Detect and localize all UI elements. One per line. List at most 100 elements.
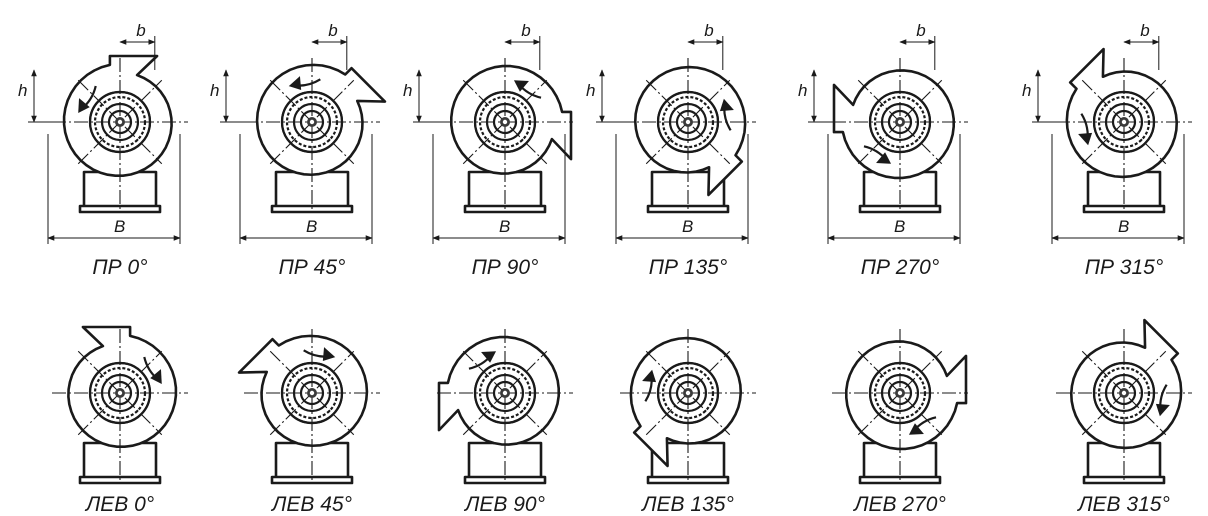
dim-b-label: b	[521, 21, 530, 40]
volute-casing	[437, 335, 560, 446]
inlet-ring	[485, 102, 525, 142]
centerline-diagonal	[1081, 79, 1167, 165]
volute-casing	[1065, 47, 1179, 179]
dim-B-label: B	[114, 217, 125, 236]
inlet-ring	[292, 102, 332, 142]
hub-ring	[107, 380, 133, 406]
volute-casing	[633, 65, 747, 197]
impeller-ring	[1092, 90, 1156, 154]
position-caption: ПР 135°	[649, 256, 728, 279]
inlet-ring	[668, 373, 708, 413]
hub-ring	[675, 109, 701, 135]
impeller-ring	[88, 361, 152, 425]
position-caption: ПР 45°	[279, 256, 346, 279]
centerline-diagonal	[645, 350, 731, 436]
inlet-ring	[100, 102, 140, 142]
inlet-ring	[1104, 373, 1144, 413]
dim-h-label: h	[210, 81, 219, 100]
hub-ring	[1111, 109, 1137, 135]
inlet-ring	[668, 102, 708, 142]
shaft-center	[502, 390, 508, 396]
position-caption: ПР 270°	[861, 256, 940, 279]
hub-ring	[107, 109, 133, 135]
centerline-diagonal	[1081, 350, 1167, 436]
dim-h-label: h	[403, 81, 412, 100]
shaft-center	[502, 119, 508, 125]
centerline-diagonal	[269, 79, 355, 165]
centerline-diagonal	[645, 350, 731, 436]
impeller-blades	[285, 95, 339, 149]
shaft-center	[897, 390, 903, 396]
hub-ring	[675, 380, 701, 406]
dim-b-label: b	[1140, 21, 1149, 40]
dim-b-label: b	[916, 21, 925, 40]
position-caption: ЛЕВ 315°	[1076, 493, 1170, 516]
impeller-ring	[473, 90, 537, 154]
impeller-blades	[1097, 366, 1151, 420]
centerline-diagonal	[269, 350, 355, 436]
impeller-blades	[478, 95, 532, 149]
centerline-diagonal	[645, 79, 731, 165]
volute	[845, 340, 968, 451]
rotation-arrow	[143, 356, 162, 385]
volute	[832, 69, 955, 180]
rotation-arrow	[78, 85, 97, 114]
position-caption: ЛЕВ 0°	[84, 493, 154, 516]
inlet-ring	[485, 373, 525, 413]
volute	[1069, 318, 1183, 450]
centerline-diagonal	[645, 79, 731, 165]
volute-casing	[1069, 318, 1183, 450]
fan-view: ЛЕВ 315°	[1056, 318, 1192, 516]
shaft-center	[1121, 390, 1127, 396]
dim-h-label: h	[586, 81, 595, 100]
dim-b-label: b	[328, 21, 337, 40]
centerline-diagonal	[77, 350, 163, 436]
impeller-blades	[93, 95, 147, 149]
volute	[67, 325, 178, 448]
position-caption: ПР 90°	[472, 256, 539, 279]
fan-view: ЛЕВ 90°	[437, 329, 573, 516]
rotation-arrow	[1155, 384, 1170, 417]
impeller-ring	[656, 361, 720, 425]
position-caption: ЛЕВ 270°	[852, 493, 946, 516]
centerline-diagonal	[462, 350, 548, 436]
volute-casing	[629, 336, 743, 468]
dim-b-label: b	[704, 21, 713, 40]
shaft-center	[685, 390, 691, 396]
dim-B-label: B	[894, 217, 905, 236]
rotation-arrow	[908, 416, 937, 435]
volute	[1065, 47, 1179, 179]
centerline-diagonal	[857, 350, 943, 436]
shaft-center	[309, 119, 315, 125]
rotation-arrow	[719, 98, 734, 131]
volute-casing	[255, 63, 387, 177]
position-caption: ПР 0°	[92, 256, 147, 279]
volute	[450, 64, 573, 175]
rotation-arrow	[642, 369, 657, 402]
impeller-ring	[473, 361, 537, 425]
rotation-arrow	[1078, 113, 1093, 146]
inlet-ring	[100, 373, 140, 413]
impeller-blades	[661, 95, 715, 149]
hub-ring	[492, 109, 518, 135]
volute	[629, 336, 743, 468]
volute-casing	[832, 69, 955, 180]
impeller-ring	[280, 90, 344, 154]
centerline-diagonal	[857, 79, 943, 165]
dim-B-label: B	[1118, 217, 1129, 236]
impeller-blades	[873, 366, 927, 420]
centerline-diagonal	[1081, 350, 1167, 436]
shaft-center	[685, 119, 691, 125]
position-caption: ЛЕВ 45°	[270, 493, 352, 516]
impeller-blades	[478, 366, 532, 420]
dim-h-label: h	[1022, 81, 1031, 100]
impeller-ring	[656, 90, 720, 154]
rotation-arrow	[288, 76, 321, 91]
